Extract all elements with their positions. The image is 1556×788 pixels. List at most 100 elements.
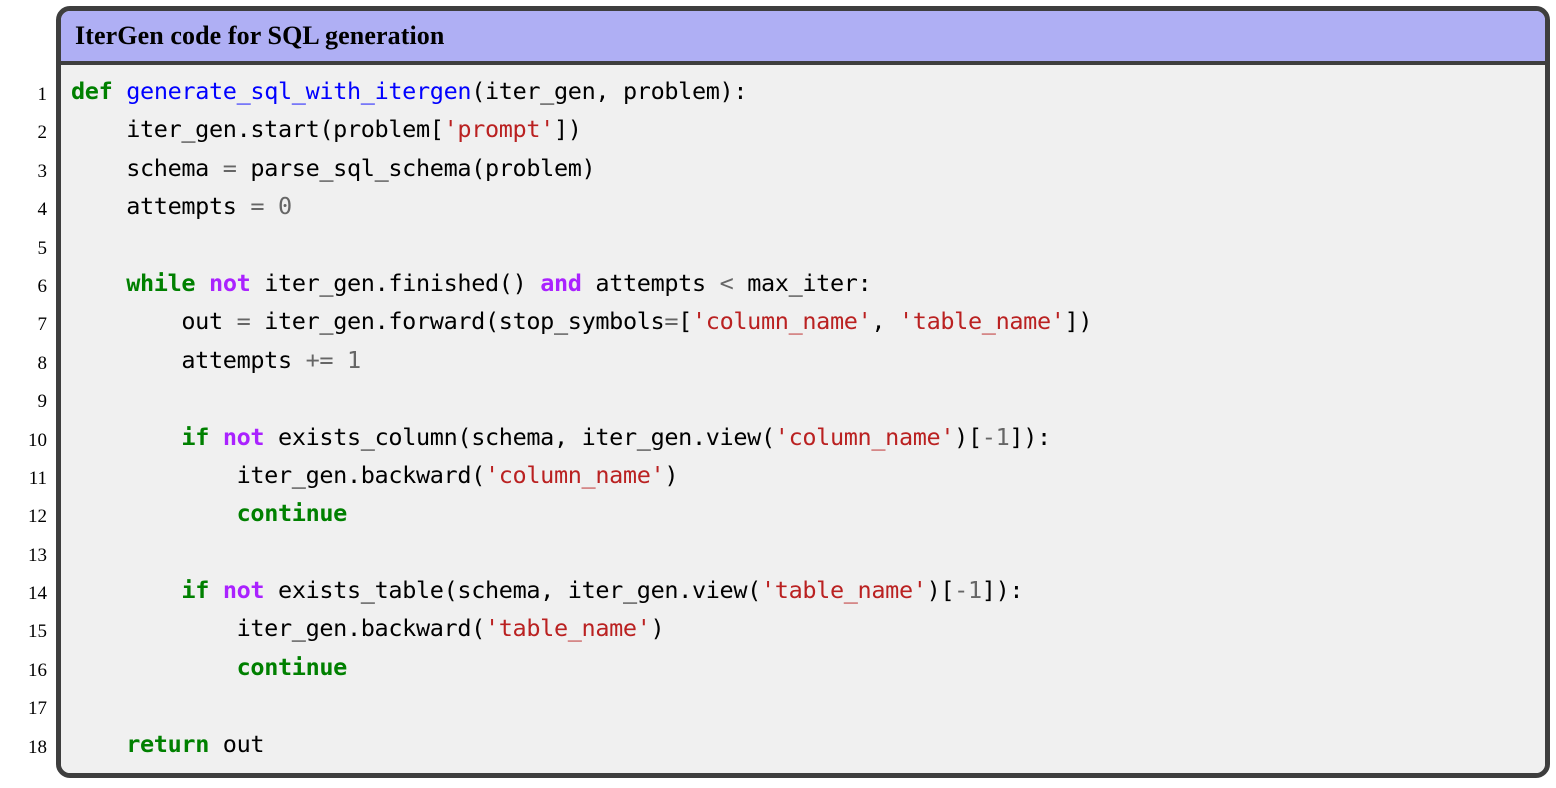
code-token: iter_gen.start(problem[ <box>71 115 444 144</box>
code-token: schema <box>71 153 223 182</box>
code-token: ) <box>650 614 665 643</box>
code-token: while <box>126 268 196 297</box>
code-token: continue <box>236 499 348 528</box>
code-token: iter_gen.backward( <box>71 614 486 643</box>
code-frame: IterGen code for SQL generation def gene… <box>56 6 1550 778</box>
line-number: 1 <box>37 84 48 105</box>
line-number: 8 <box>37 352 48 374</box>
code-token: and <box>540 268 582 297</box>
code-token: ]) <box>1064 307 1093 336</box>
line-number: 10 <box>28 429 47 451</box>
code-line: if not exists_table(schema, iter_gen.vie… <box>71 571 1545 609</box>
code-line: continue <box>71 648 1545 686</box>
code-token: not <box>222 576 265 605</box>
code-token: , <box>871 307 899 336</box>
code-token: 1 <box>967 576 982 605</box>
code-token: )[ <box>926 576 955 605</box>
code-token: < <box>719 268 734 297</box>
code-line: iter_gen.start(problem['prompt']) <box>71 110 1545 148</box>
code-token: exists_table(schema, iter_gen.view( <box>264 576 761 605</box>
code-token: ) <box>664 460 679 489</box>
code-token: 'table_name' <box>760 576 927 605</box>
code-line: attempts = 0 <box>71 187 1545 225</box>
code-line: return out <box>71 725 1545 763</box>
code-token <box>195 269 209 297</box>
code-body: def generate_sql_with_itergen(iter_gen, … <box>61 65 1545 773</box>
line-number: 16 <box>28 659 47 681</box>
code-token: parse_sql_schema(problem) <box>236 153 596 182</box>
code-token: 'prompt' <box>443 115 555 144</box>
code-token <box>71 730 126 758</box>
code-line: ​ <box>71 226 1545 264</box>
code-token: if <box>181 576 209 605</box>
code-token: (iter_gen, problem): <box>471 77 748 105</box>
code-token: = <box>236 307 251 336</box>
code-line: schema = parse_sql_schema(problem) <box>71 149 1545 187</box>
code-token: [ <box>678 307 692 336</box>
code-line: continue <box>71 494 1545 532</box>
code-token: += <box>305 345 334 374</box>
code-token <box>71 576 181 604</box>
code-line: while not iter_gen.finished() and attemp… <box>71 264 1545 302</box>
line-number: 4 <box>37 199 48 221</box>
code-token <box>71 499 237 527</box>
code-line: ​ <box>71 379 1545 417</box>
code-token: return <box>126 729 209 758</box>
line-number: 3 <box>37 160 48 182</box>
line-number: 7 <box>37 314 48 336</box>
code-token: not <box>209 268 251 297</box>
code-token: attempts <box>71 345 306 374</box>
code-token: 'column_name' <box>774 422 955 451</box>
code-token: = <box>250 192 265 221</box>
code-token: def <box>71 77 113 105</box>
line-number: 13 <box>28 544 47 566</box>
code-listing-title: IterGen code for SQL generation <box>61 11 1545 65</box>
code-token: 1 <box>347 345 361 374</box>
line-number: 17 <box>28 698 47 720</box>
code-token: exists_column(schema, iter_gen.view( <box>264 422 775 451</box>
code-token: if <box>181 422 209 451</box>
code-token: ]) <box>553 115 582 144</box>
code-token: continue <box>236 652 348 681</box>
code-token: ]): <box>1009 422 1051 451</box>
code-token: 0 <box>278 192 292 221</box>
code-token: generate_sql_with_itergen <box>126 77 472 105</box>
code-token <box>209 423 223 451</box>
code-token: 'table_name' <box>898 307 1065 336</box>
code-token <box>71 653 237 681</box>
code-token: iter_gen.backward( <box>71 460 486 489</box>
code-token: - <box>981 422 996 451</box>
line-number: 9 <box>37 391 48 413</box>
line-number: 5 <box>37 237 48 259</box>
code-token: attempts <box>581 268 720 297</box>
code-line: out = iter_gen.forward(stop_symbols=['co… <box>71 302 1545 340</box>
code-token: )[ <box>954 422 982 451</box>
code-line: if not exists_column(schema, iter_gen.vi… <box>71 418 1545 456</box>
code-token <box>71 423 181 451</box>
code-token <box>209 576 223 604</box>
code-line: iter_gen.backward('table_name') <box>71 609 1545 647</box>
line-number: 14 <box>28 583 47 605</box>
code-token: - <box>954 576 968 605</box>
line-number: 2 <box>37 122 48 144</box>
code-token: 'column_name' <box>691 307 872 336</box>
code-token: iter_gen.forward(stop_symbols <box>250 307 665 336</box>
code-line: ​ <box>71 533 1545 571</box>
code-line: attempts += 1 <box>71 341 1545 379</box>
code-token: attempts <box>71 192 251 221</box>
line-number: 12 <box>28 506 47 528</box>
code-token: max_iter: <box>733 268 872 297</box>
code-token: 'column_name' <box>484 460 665 489</box>
code-line: ​ <box>71 686 1545 724</box>
code-line: iter_gen.backward('column_name') <box>71 456 1545 494</box>
source-code: def generate_sql_with_itergen(iter_gen, … <box>71 72 1545 763</box>
code-token <box>112 77 126 105</box>
code-token <box>71 269 126 297</box>
line-number: 6 <box>37 275 48 297</box>
code-token: iter_gen.finished() <box>250 268 541 297</box>
code-token: = <box>664 307 679 336</box>
line-number: 18 <box>28 736 47 758</box>
line-number: 15 <box>28 621 47 643</box>
